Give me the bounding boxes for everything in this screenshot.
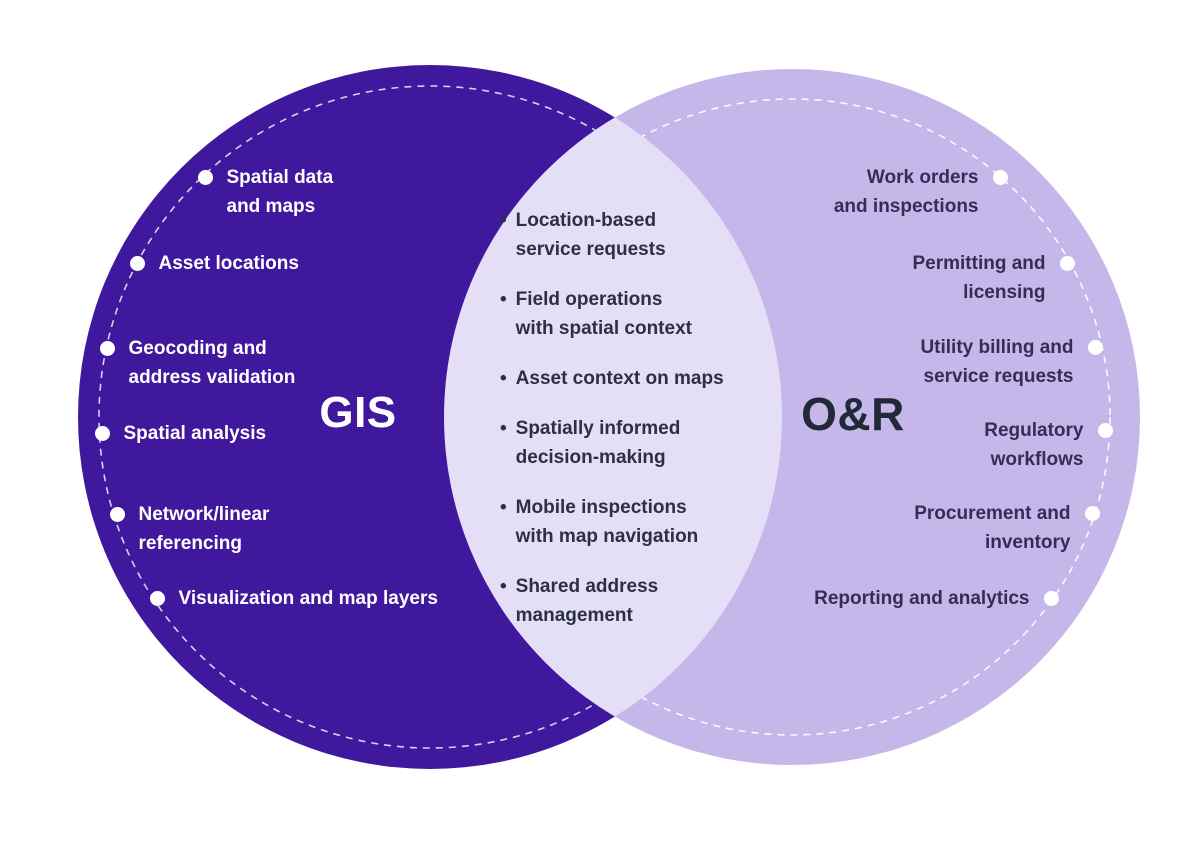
list-item-label: Reporting and analytics [814, 587, 1030, 609]
list-item-label: Field operations with spatial context [515, 289, 692, 339]
bullet-icon: • [500, 210, 507, 231]
list-item: Visualization and map layers [149, 584, 438, 613]
bullet-icon: • [500, 418, 507, 439]
list-item: Asset locations [129, 249, 299, 278]
dot-marker-icon [1043, 590, 1059, 606]
list-item: Network/linear referencing [109, 500, 270, 558]
list-item: • Shared address management [500, 572, 724, 630]
bullet-icon: • [500, 368, 507, 389]
dot-marker-icon [1097, 422, 1113, 438]
bullet-icon: • [500, 576, 507, 597]
dot-marker-icon [129, 255, 145, 271]
list-item: • Mobile inspections with map navigation [500, 493, 724, 551]
dot-marker-icon [94, 425, 110, 441]
list-item: Spatial data and maps [197, 163, 334, 221]
right-dashed-ring [473, 98, 1111, 736]
bullet-icon: • [500, 289, 507, 310]
list-item: Permitting and licensing [912, 249, 1075, 307]
list-item-label: Asset locations [158, 252, 299, 274]
list-item-label: Spatial data and maps [226, 166, 334, 217]
list-item-label: Location-based service requests [515, 210, 666, 260]
dot-marker-icon [149, 590, 165, 606]
list-item: Reporting and analytics [814, 584, 1059, 613]
list-item: • Field operations with spatial context [500, 285, 724, 343]
dot-marker-icon [1059, 255, 1075, 271]
dot-marker-icon [1084, 505, 1100, 521]
list-item-label: Asset context on maps [515, 368, 724, 389]
list-item-label: Procurement and inventory [914, 502, 1071, 553]
overlap-lens [444, 117, 782, 717]
dot-marker-icon [197, 169, 213, 185]
list-item: Regulatory workflows [984, 416, 1113, 474]
list-item: Geocoding and address validation [99, 334, 296, 392]
list-item-label: Mobile inspections with map navigation [515, 497, 699, 547]
list-item-label: Geocoding and address validation [128, 337, 296, 388]
left-circle-title: GIS [319, 388, 397, 437]
list-item: Work orders and inspections [834, 163, 1008, 221]
dot-marker-icon [1087, 339, 1103, 355]
right-circle-title: O&R [801, 388, 905, 440]
list-item-label: Spatially informed decision-making [515, 418, 681, 468]
bullet-icon: • [500, 497, 507, 518]
list-item: • Spatially informed decision-making [500, 414, 724, 472]
list-item-label: Network/linear referencing [138, 503, 270, 554]
dot-marker-icon [992, 169, 1008, 185]
dot-marker-icon [99, 340, 115, 356]
list-item: Utility billing and service requests [920, 333, 1103, 391]
list-item: • Asset context on maps [500, 364, 724, 393]
list-item: • Location-based service requests [500, 206, 724, 264]
list-item-label: Shared address management [515, 576, 659, 626]
list-item-label: Work orders and inspections [833, 166, 979, 217]
list-item: Procurement and inventory [914, 499, 1100, 557]
list-item-label: Spatial analysis [123, 422, 267, 444]
dot-marker-icon [109, 506, 125, 522]
list-item-label: Regulatory workflows [984, 419, 1084, 470]
list-item: Spatial analysis [94, 419, 267, 448]
overlap-list: • Location-based service requests • Fiel… [500, 206, 724, 630]
list-item-label: Permitting and licensing [912, 252, 1046, 303]
list-item-label: Visualization and map layers [178, 587, 438, 609]
list-item-label: Utility billing and service requests [920, 336, 1074, 387]
